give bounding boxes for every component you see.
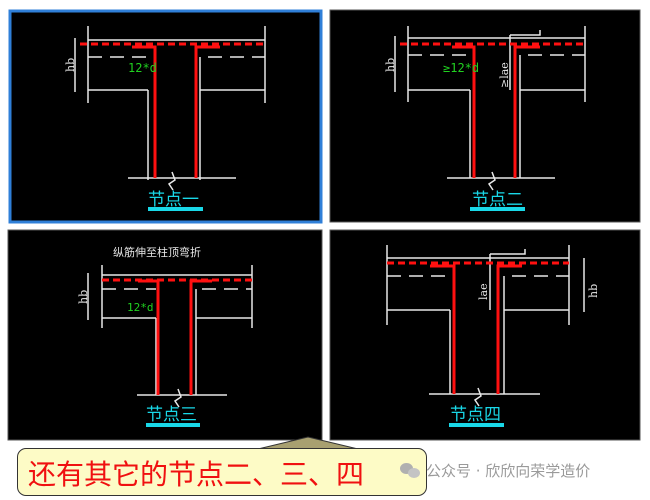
panel-title: 纵筋伸至柱顶弯折 <box>113 245 201 259</box>
dimension-line <box>394 36 496 191</box>
panel-label: 节点一 <box>148 190 199 210</box>
column-rebar <box>452 45 540 178</box>
panel-node-3[interactable]: 纵筋伸至柱顶弯折 hb 12*d 节点三 <box>7 229 323 441</box>
dim-hb: hb <box>64 58 77 72</box>
column-rebar <box>132 45 220 178</box>
panel-label: 节点四 <box>450 405 501 425</box>
dimension-line <box>87 273 182 408</box>
label-underline <box>148 207 203 211</box>
panel-node-2[interactable]: hb ≥12*d ≥lae 节点二 <box>329 9 641 223</box>
column-rebar <box>430 264 522 394</box>
panel-background <box>7 229 323 441</box>
panel-node-1[interactable]: hb 12*d 节点一 <box>8 9 323 224</box>
anchor-length-text: 12*d <box>127 301 154 314</box>
panel-label: 节点二 <box>472 190 523 210</box>
anchor-length-text: 12*d <box>128 61 157 75</box>
dim-hb: hb <box>587 284 600 298</box>
dim-hb: hb <box>77 290 90 304</box>
dimension-line <box>74 38 176 191</box>
callout-box: 还有其它的节点二、三、四 <box>17 448 427 496</box>
panel-background <box>329 9 641 223</box>
dim-lae: ≥lae <box>498 62 511 88</box>
beam-column-outline <box>407 26 586 179</box>
label-underline <box>146 423 200 427</box>
panel-node-4[interactable]: hb lae 节点四 <box>329 229 641 441</box>
column-rebar <box>138 279 212 395</box>
wechat-icon <box>400 462 420 479</box>
panel-background <box>329 229 641 441</box>
watermark: 公众号 · 欣欣向荣学造价 <box>400 460 590 481</box>
anchor-length-text: ≥12*d <box>443 61 479 75</box>
label-underline <box>449 423 504 427</box>
dim-hb: hb <box>384 58 397 72</box>
beam-column-outline <box>101 265 253 396</box>
panel-label: 节点三 <box>146 405 197 425</box>
dim-lae: lae <box>477 283 490 300</box>
beam-column-outline <box>386 245 570 395</box>
panel-background <box>8 9 323 224</box>
beam-column-outline <box>87 26 266 180</box>
dimension-line <box>473 258 585 407</box>
callout-text: 还有其它的节点二、三、四 <box>28 458 365 491</box>
watermark-text: 公众号 · 欣欣向荣学造价 <box>426 462 591 480</box>
label-underline <box>470 207 525 211</box>
